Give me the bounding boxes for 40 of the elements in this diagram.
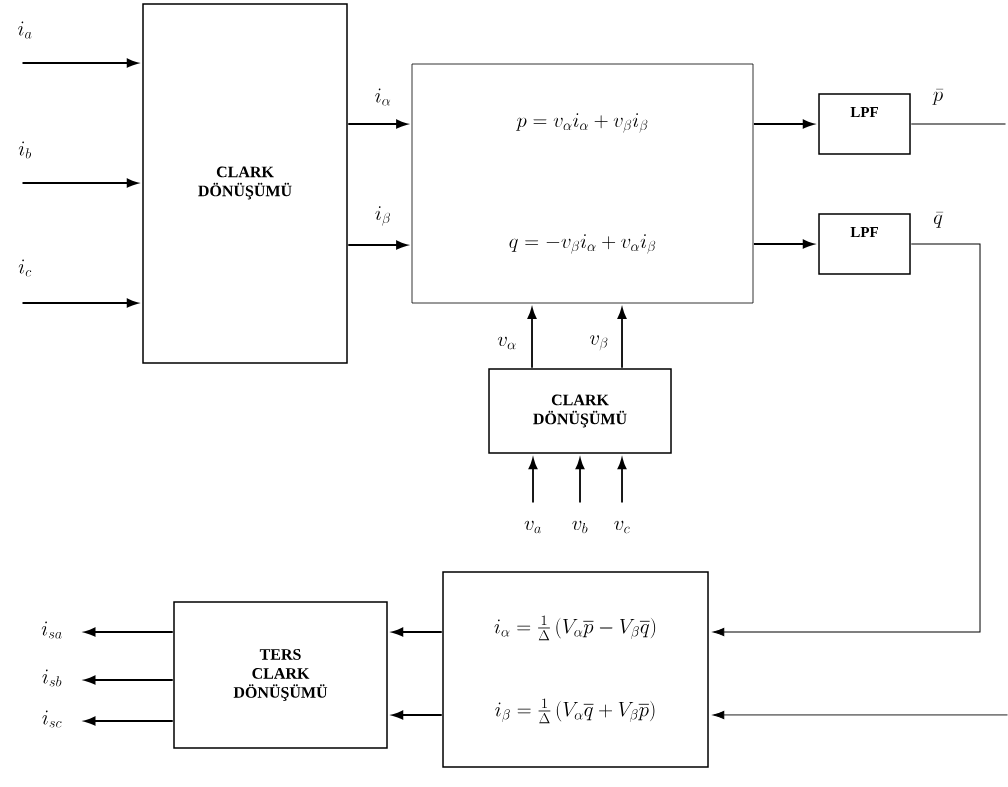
transform-box: CLARK DÖNÜŞÜMÜ	[142, 3, 348, 364]
arrow	[84, 716, 174, 726]
arrow	[575, 458, 585, 504]
arrow	[753, 239, 814, 249]
arrow	[21, 58, 138, 68]
arrow	[347, 119, 408, 129]
edge-label: $i_{\alpha}$	[373, 87, 393, 107]
arrow	[392, 627, 443, 637]
edge-label: $v_a$	[523, 520, 543, 535]
arrow	[527, 307, 537, 369]
arrow	[713, 710, 1008, 720]
edge-label: $i_a$	[16, 20, 34, 40]
transform-box: CLARK DÖNÜŞÜMÜ	[488, 368, 672, 454]
arrow	[347, 240, 408, 250]
edge-label: $i_b$	[17, 140, 33, 160]
arrow	[528, 458, 538, 504]
arrow	[617, 458, 627, 504]
edge-label: $\bar{q}$	[932, 211, 944, 229]
edge-label: $i_{\beta}$	[373, 205, 393, 227]
edge-label: $i_{sb}$	[40, 668, 64, 688]
edge-label: $v_b$	[570, 520, 590, 535]
edge-label: $i_{sc}$	[40, 709, 64, 729]
edge-label: $\bar{p}$	[931, 88, 945, 106]
arrow	[84, 675, 174, 685]
formula-box: $i_{\alpha} = \frac{1}{\Delta}\left(V_{\alpha}\overline{p} - V_{\beta}\overline{q}\right)$ $i_{\beta} = \frac{1}{\Delta}\left(V_{\alpha}\overline{q} + V_{\beta}\overline{p}\right)$	[442, 571, 709, 768]
arrow	[753, 119, 814, 129]
edge-label: $i_c$	[17, 258, 33, 278]
arrow	[84, 627, 174, 637]
edge-label: $v_{\beta}$	[588, 334, 610, 352]
edge-label: $i_{sa}$	[40, 620, 64, 640]
arrow	[617, 307, 627, 369]
edge-label: $v_c$	[612, 520, 632, 535]
filter-box: LPF	[818, 93, 911, 155]
transform-box: TERS CLARK DÖNÜŞÜMÜ	[173, 601, 388, 749]
arrow	[21, 178, 138, 188]
arrow	[713, 243, 981, 637]
filter-box: LPF	[818, 213, 911, 275]
edge-label: $v_{\alpha}$	[496, 336, 518, 351]
arrow	[21, 298, 138, 308]
arrow	[392, 710, 443, 720]
